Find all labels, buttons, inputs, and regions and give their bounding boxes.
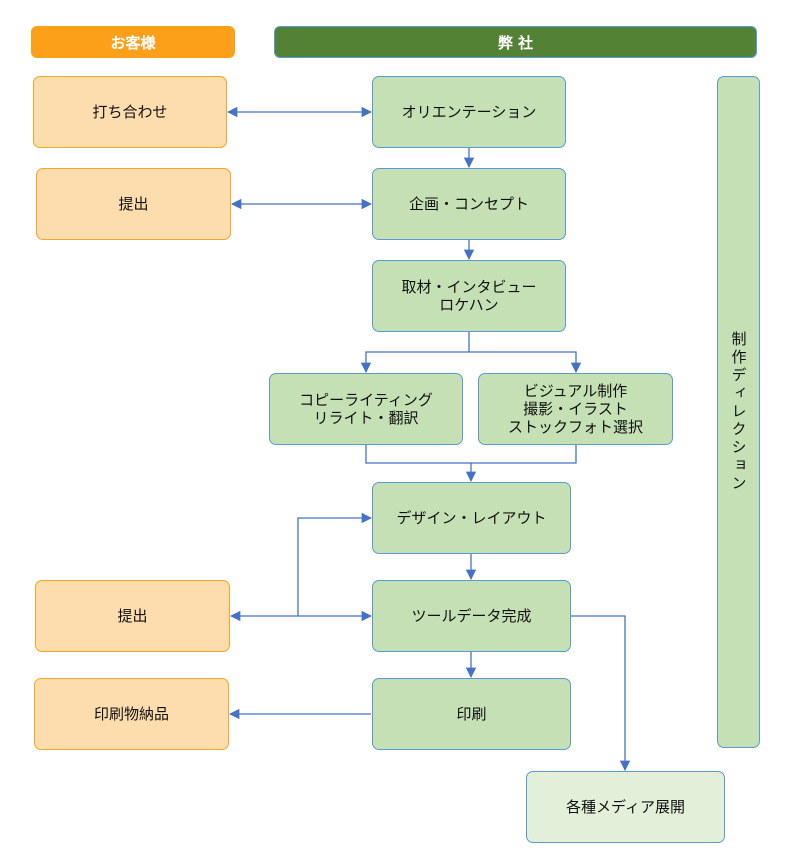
customer-step-submit-2: 提出 <box>35 580 230 652</box>
customer-step-meeting: 打ち合わせ <box>33 76 227 148</box>
line-copywriting-merge <box>365 445 577 464</box>
step-orientation: オリエンテーション <box>372 76 566 148</box>
arrow-interview-visual <box>469 351 582 374</box>
step-design-layout: デザイン・レイアウト <box>372 482 571 554</box>
production-direction-bar: 制作ディレクション <box>717 76 760 748</box>
arrow-interview-copywriting <box>360 332 470 374</box>
customer-header: お客様 <box>31 26 235 58</box>
company-header: 弊 社 <box>274 26 757 58</box>
step-visual-production: ビジュアル制作 撮影・イラスト ストックフォト選択 <box>478 373 673 445</box>
arrow-tooldata-media <box>571 615 631 772</box>
step-media-deployment: 各種メディア展開 <box>526 771 725 843</box>
production-direction-label: 制作ディレクション <box>729 331 748 493</box>
step-copywriting: コピーライティング リライト・翻訳 <box>269 373 463 445</box>
arrow-feedback-design <box>297 512 373 616</box>
step-planning-concept: 企画・コンセプト <box>372 168 566 240</box>
step-tool-data-complete: ツールデータ完成 <box>372 580 571 652</box>
customer-step-delivery: 印刷物納品 <box>34 678 229 750</box>
step-printing: 印刷 <box>372 678 571 750</box>
customer-step-submit-1: 提出 <box>36 168 231 240</box>
step-interview-location: 取材・インタビュー ロケハン <box>372 260 566 332</box>
